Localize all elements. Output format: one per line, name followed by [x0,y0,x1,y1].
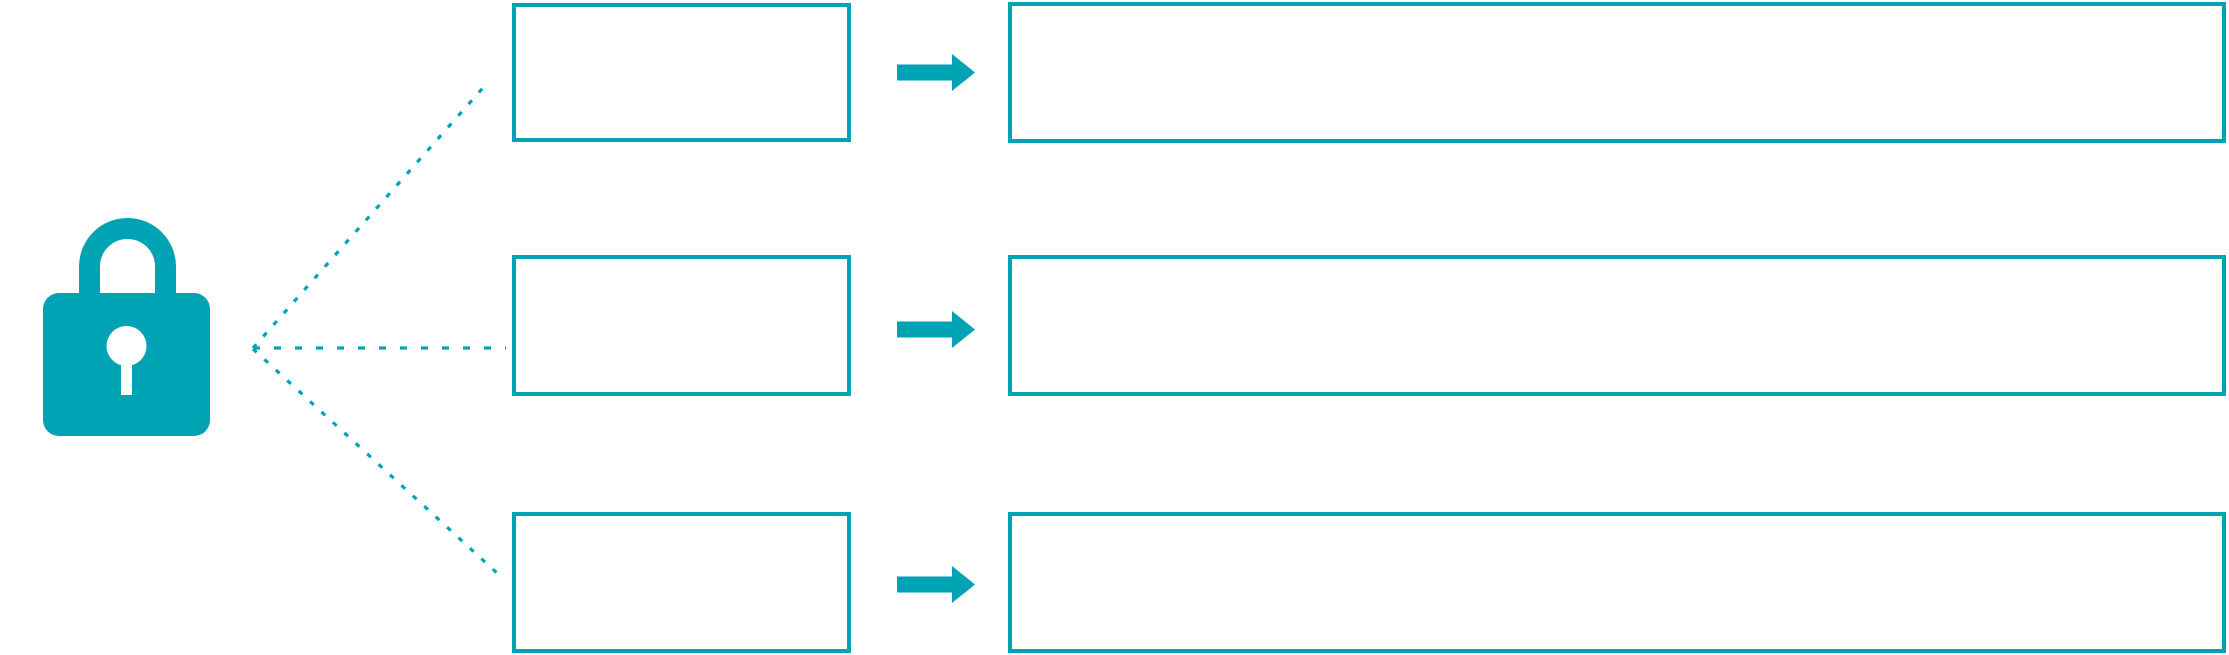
lock-shackle [79,218,176,313]
arrow-right-icon [897,566,975,603]
description-box-2 [1008,255,2226,396]
lock-icon [43,218,210,436]
description-box-1 [1008,2,2226,143]
category-box-1 [512,3,851,142]
category-box-3 [512,512,851,653]
connector-line-top [251,79,491,350]
arrow-right-icon [897,54,975,91]
keyhole-stem [121,346,132,395]
category-box-2 [512,255,851,396]
connector-line-bottom [251,347,499,575]
description-box-3 [1008,512,2226,653]
arrow-right-icon [897,311,975,348]
